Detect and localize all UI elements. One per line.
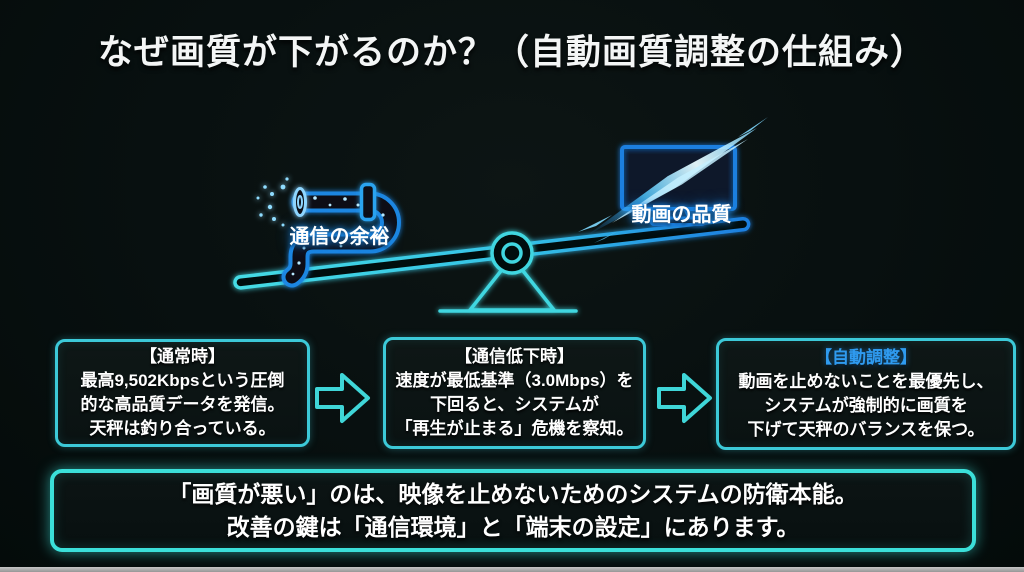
step-line: 的な高品質データを発信。: [80, 395, 285, 414]
step-header: 【自動調整】: [815, 348, 917, 367]
page-title: なぜ画質が下がるのか？（自動画質調整の仕組み）: [97, 33, 926, 72]
light-streaks-effect: [578, 117, 768, 243]
bottom-edge-strip: [0, 567, 1024, 572]
summary-line: 改善の鍵は「通信環境」と「端末の設定」にあります。: [226, 513, 800, 540]
seesaw-fulcrum-icon: [438, 231, 578, 313]
label-video-quality: 動画の品質: [631, 204, 732, 226]
summary-line: 「画質が悪い」のは、映像を止めないためのシステムの防衛本能。: [168, 480, 858, 507]
right-arrow-icon: [657, 373, 712, 423]
step-line: 「再生が止まる」危機を察知。: [395, 419, 634, 438]
right-arrow-icon: [315, 373, 370, 423]
step-box-auto-adjust: 【自動調整】 動画を止めないことを最優先し、 システムが強制的に画質を 下げて天…: [716, 338, 1016, 450]
step-header: 【通常時】: [140, 347, 225, 366]
seesaw-illustration: 通信の余裕 動画の品質: [0, 95, 1024, 335]
data-pipe-icon: [256, 177, 401, 288]
spray-particles: [256, 177, 289, 227]
step-header: 【通信低下時】: [455, 347, 574, 366]
step-line: 下げて天秤のバランスを保つ。: [747, 420, 985, 439]
step-line: 速度が最低基準（3.0Mbps）を: [395, 371, 634, 390]
seesaw-scene-svg: [233, 117, 768, 313]
step-line: 最高9,502Kbpsという圧倒: [80, 371, 285, 390]
step-line: 天秤は釣り合っている。: [89, 419, 276, 438]
summary-banner: 「画質が悪い」のは、映像を止めないためのシステムの防衛本能。 改善の鍵は「通信環…: [50, 469, 976, 552]
step-line: システムが強制的に画質を: [764, 396, 968, 415]
step-line: 動画を止めないことを最優先し、: [738, 372, 994, 391]
pipe-data-dots: [291, 196, 386, 276]
step-line: 下回ると、システムが: [430, 395, 599, 414]
label-communication-headroom: 通信の余裕: [289, 226, 390, 248]
step-box-low-speed: 【通信低下時】 速度が最低基準（3.0Mbps）を 下回ると、システムが 「再生…: [383, 337, 646, 449]
step-box-normal: 【通常時】 最高9,502Kbpsという圧倒 的な高品質データを発信。 天秤は釣…: [55, 339, 310, 447]
